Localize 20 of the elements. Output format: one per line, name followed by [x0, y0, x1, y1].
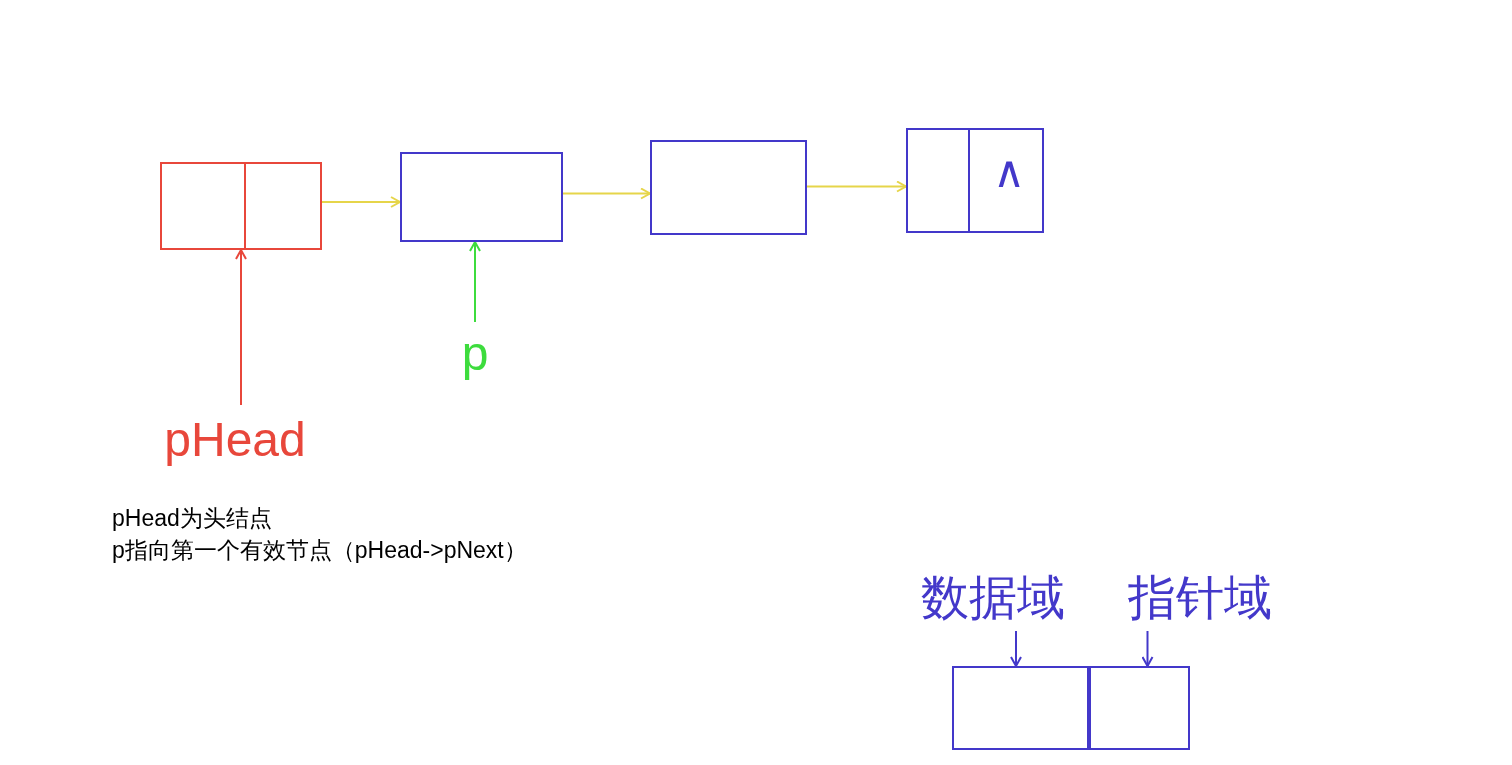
handwritten-label: 数据域 [920, 574, 1065, 622]
note-text: pHead为头结点 [112, 504, 273, 533]
list-node-box [650, 140, 807, 235]
arrow [806, 180, 907, 193]
null-symbol: ∧ [993, 150, 1025, 194]
handwritten-label: p [461, 330, 489, 378]
arrow [562, 187, 651, 200]
pointer-field-cell [1089, 666, 1190, 750]
arrow [1010, 630, 1022, 667]
arrow [235, 249, 247, 406]
handwritten-label: pHead [164, 416, 306, 464]
list-node-box [400, 152, 563, 242]
arrow [1141, 630, 1154, 667]
note-text: p指向第一个有效节点（pHead->pNext） [112, 536, 527, 565]
arrow [469, 241, 481, 323]
handwritten-label: 指针域 [1128, 574, 1272, 622]
list-node-box [906, 128, 1044, 233]
list-node-box [160, 162, 322, 250]
arrow [321, 196, 401, 208]
data-field-cell [952, 666, 1089, 750]
